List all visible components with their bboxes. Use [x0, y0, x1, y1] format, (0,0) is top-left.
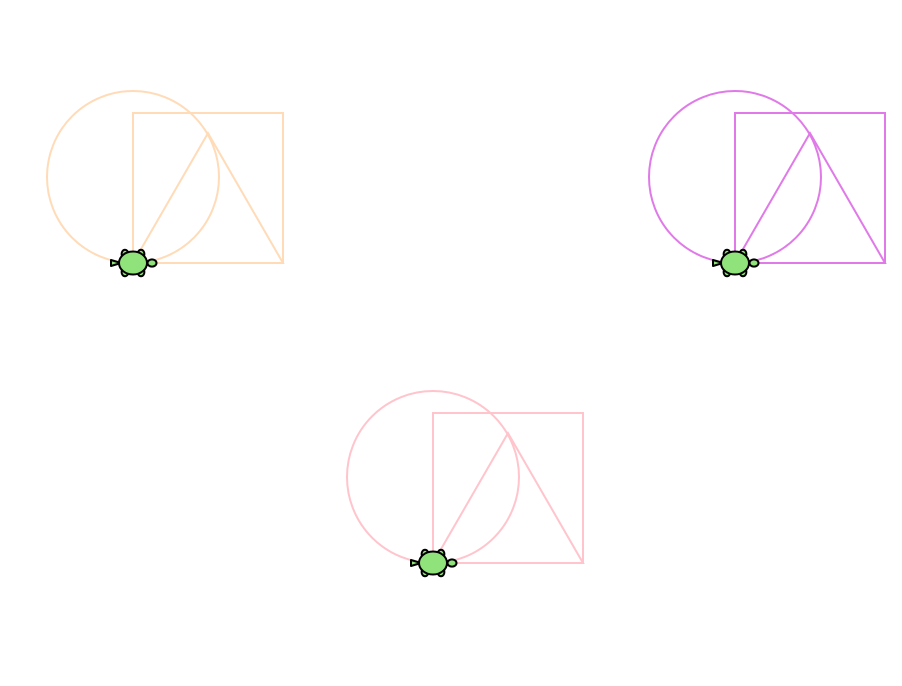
turtle-icon [410, 548, 458, 578]
drawing-2 [648, 90, 887, 278]
triangle-shape [733, 131, 887, 264]
triangle-shape [431, 431, 585, 564]
turtle-icon [712, 248, 760, 278]
triangle-shape [131, 131, 285, 264]
turtle-icon [110, 248, 158, 278]
drawings-layer [46, 90, 887, 578]
drawing-3 [346, 390, 585, 578]
drawing-1 [46, 90, 285, 278]
